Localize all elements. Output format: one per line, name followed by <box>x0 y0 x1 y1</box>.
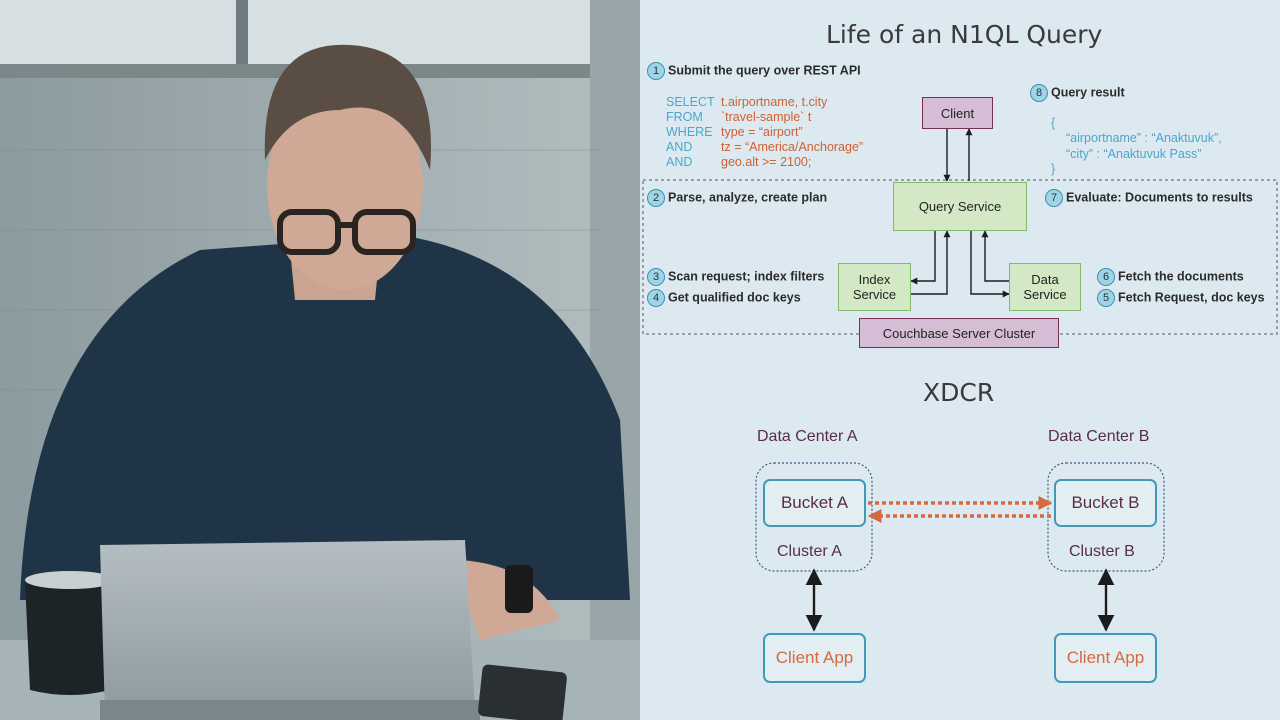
step-8-badge: 8 <box>1030 84 1048 102</box>
data-service-line-2: Service <box>1023 287 1067 302</box>
client-app-a-box: Client App <box>763 633 866 683</box>
step-8-text: Query result <box>1051 85 1125 100</box>
sql-keyword: WHERE <box>666 125 713 139</box>
data-service-box: Data Service <box>1009 263 1081 311</box>
person-laptop-photo <box>0 0 640 720</box>
bucket-b-box: Bucket B <box>1054 479 1157 527</box>
data-center-b-title: Data Center B <box>1048 428 1150 445</box>
sql-keyword: SELECT <box>666 95 715 109</box>
sql-keyword: AND <box>666 140 693 154</box>
step-3-text: Scan request; index filters <box>668 269 825 284</box>
data-center-a-title: Data Center A <box>757 428 858 445</box>
sql-keyword: AND <box>666 155 693 169</box>
xdcr-title: XDCR <box>923 378 995 407</box>
data-to-query-arrow <box>981 230 1009 282</box>
query-to-index-arrow <box>910 231 936 285</box>
step-2-badge: 2 <box>647 189 665 207</box>
step-6-text: Fetch the documents <box>1118 269 1244 284</box>
index-service-box: Index Service <box>838 263 911 311</box>
json-open-brace: { <box>1051 116 1056 130</box>
sql-value: type = “airport” <box>721 125 803 139</box>
step-5-text: Fetch Request, doc keys <box>1118 290 1265 305</box>
sql-value: `travel-sample` t <box>721 110 812 124</box>
sql-value: t.airportname, t.city <box>721 95 828 109</box>
bucket-a-box: Bucket A <box>763 479 866 527</box>
sql-value: geo.alt >= 2100; <box>721 155 812 169</box>
sql-keyword: FROM <box>666 110 703 124</box>
step-5-badge: 5 <box>1097 289 1115 307</box>
client-app-b-box: Client App <box>1054 633 1157 683</box>
index-service-line-1: Index <box>858 272 891 287</box>
n1ql-title: Life of an N1QL Query <box>826 20 1103 49</box>
sql-value: tz = “America/Anchorage” <box>721 140 864 154</box>
diagram-connectors <box>642 128 1278 632</box>
data-service-line-1: Data <box>1031 272 1059 287</box>
json-close-brace: } <box>1051 162 1056 176</box>
step-3-badge: 3 <box>647 268 665 286</box>
index-to-query-arrow <box>911 230 951 295</box>
client-box: Client <box>922 97 993 129</box>
step-2-text: Parse, analyze, create plan <box>668 190 828 205</box>
step-4-text: Get qualified doc keys <box>668 290 801 305</box>
cluster-b-label: Cluster B <box>1069 543 1135 560</box>
step-4-badge: 4 <box>647 289 665 307</box>
step-1-badge: 1 <box>647 62 665 80</box>
json-line: “airportname” : “Anaktuvuk”, <box>1066 131 1222 145</box>
step-1-text: Submit the query over REST API <box>668 63 861 78</box>
query-to-data-arrow <box>970 231 1010 298</box>
cluster-a-label: Cluster A <box>777 543 842 560</box>
step-7-text: Evaluate: Documents to results <box>1066 190 1253 205</box>
step-7-badge: 7 <box>1045 189 1063 207</box>
index-service-line-2: Service <box>852 287 897 302</box>
json-line: “city” : “Anaktuvuk Pass” <box>1066 147 1202 161</box>
step-6-badge: 6 <box>1097 268 1115 286</box>
query-service-box: Query Service <box>893 182 1027 231</box>
couchbase-cluster-box: Couchbase Server Cluster <box>859 318 1059 348</box>
